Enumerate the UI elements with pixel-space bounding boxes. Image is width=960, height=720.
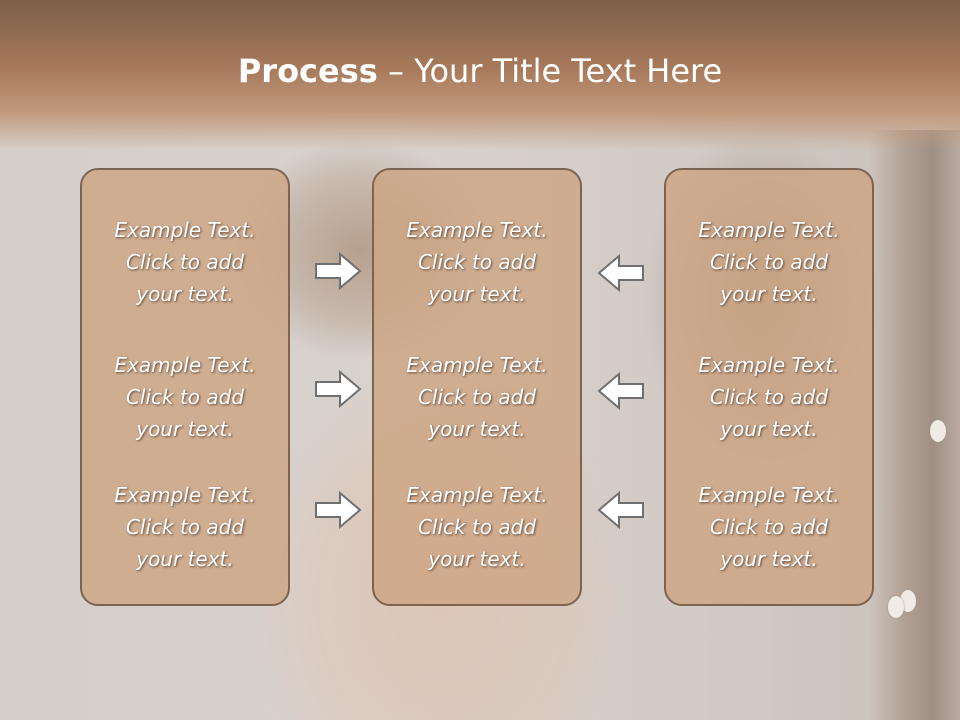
text-block[interactable]: Example Text. Click to add your text. <box>82 214 288 310</box>
title-band <box>0 0 960 150</box>
text-line: your text. <box>428 547 526 571</box>
text-block[interactable]: Example Text. Click to add your text. <box>666 349 872 445</box>
text-line: your text. <box>720 282 818 306</box>
left-arrow-icon <box>597 371 644 411</box>
text-line: your text. <box>428 282 526 306</box>
text-block[interactable]: Example Text. Click to add your text. <box>82 479 288 575</box>
text-line: Example Text. <box>114 483 256 507</box>
text-line: Click to add <box>417 250 537 274</box>
text-line: your text. <box>136 417 234 441</box>
title-bold: Process <box>237 52 378 90</box>
text-block[interactable]: Example Text. Click to add your text. <box>374 214 580 310</box>
text-line: Example Text. <box>406 483 548 507</box>
process-box-left[interactable]: Example Text. Click to add your text. Ex… <box>80 168 290 606</box>
text-line: Example Text. <box>406 218 548 242</box>
text-block[interactable]: Example Text. Click to add your text. <box>82 349 288 445</box>
text-block[interactable]: Example Text. Click to add your text. <box>666 214 872 310</box>
right-arrow-icon <box>315 369 362 409</box>
left-arrow-icon <box>597 490 644 530</box>
text-line: your text. <box>720 417 818 441</box>
title-dash: – <box>377 52 415 90</box>
text-block[interactable]: Example Text. Click to add your text. <box>374 479 580 575</box>
shell-bead-icon <box>888 596 904 618</box>
left-arrow-icon <box>597 253 644 293</box>
text-line: your text. <box>428 417 526 441</box>
text-line: your text. <box>136 547 234 571</box>
slide-title[interactable]: Process – Your Title Text Here <box>0 52 960 90</box>
text-line: Click to add <box>125 385 245 409</box>
text-line: Click to add <box>125 250 245 274</box>
text-block[interactable]: Example Text. Click to add your text. <box>374 349 580 445</box>
text-line: Click to add <box>709 515 829 539</box>
text-line: Example Text. <box>406 353 548 377</box>
text-line: your text. <box>720 547 818 571</box>
text-line: Example Text. <box>698 353 840 377</box>
right-arrow-icon <box>315 490 362 530</box>
text-line: Click to add <box>709 250 829 274</box>
text-line: Click to add <box>709 385 829 409</box>
text-line: Example Text. <box>114 218 256 242</box>
process-box-middle[interactable]: Example Text. Click to add your text. Ex… <box>372 168 582 606</box>
shell-bead-icon <box>930 420 946 442</box>
process-box-right[interactable]: Example Text. Click to add your text. Ex… <box>664 168 874 606</box>
shell-bead-icon <box>900 590 916 612</box>
text-line: Click to add <box>125 515 245 539</box>
text-block[interactable]: Example Text. Click to add your text. <box>666 479 872 575</box>
text-line: Example Text. <box>114 353 256 377</box>
title-rest: Your Title Text Here <box>414 52 723 90</box>
text-line: Click to add <box>417 385 537 409</box>
text-line: Example Text. <box>698 483 840 507</box>
text-line: your text. <box>136 282 234 306</box>
right-arrow-icon <box>315 251 362 291</box>
text-line: Example Text. <box>698 218 840 242</box>
text-line: Click to add <box>417 515 537 539</box>
